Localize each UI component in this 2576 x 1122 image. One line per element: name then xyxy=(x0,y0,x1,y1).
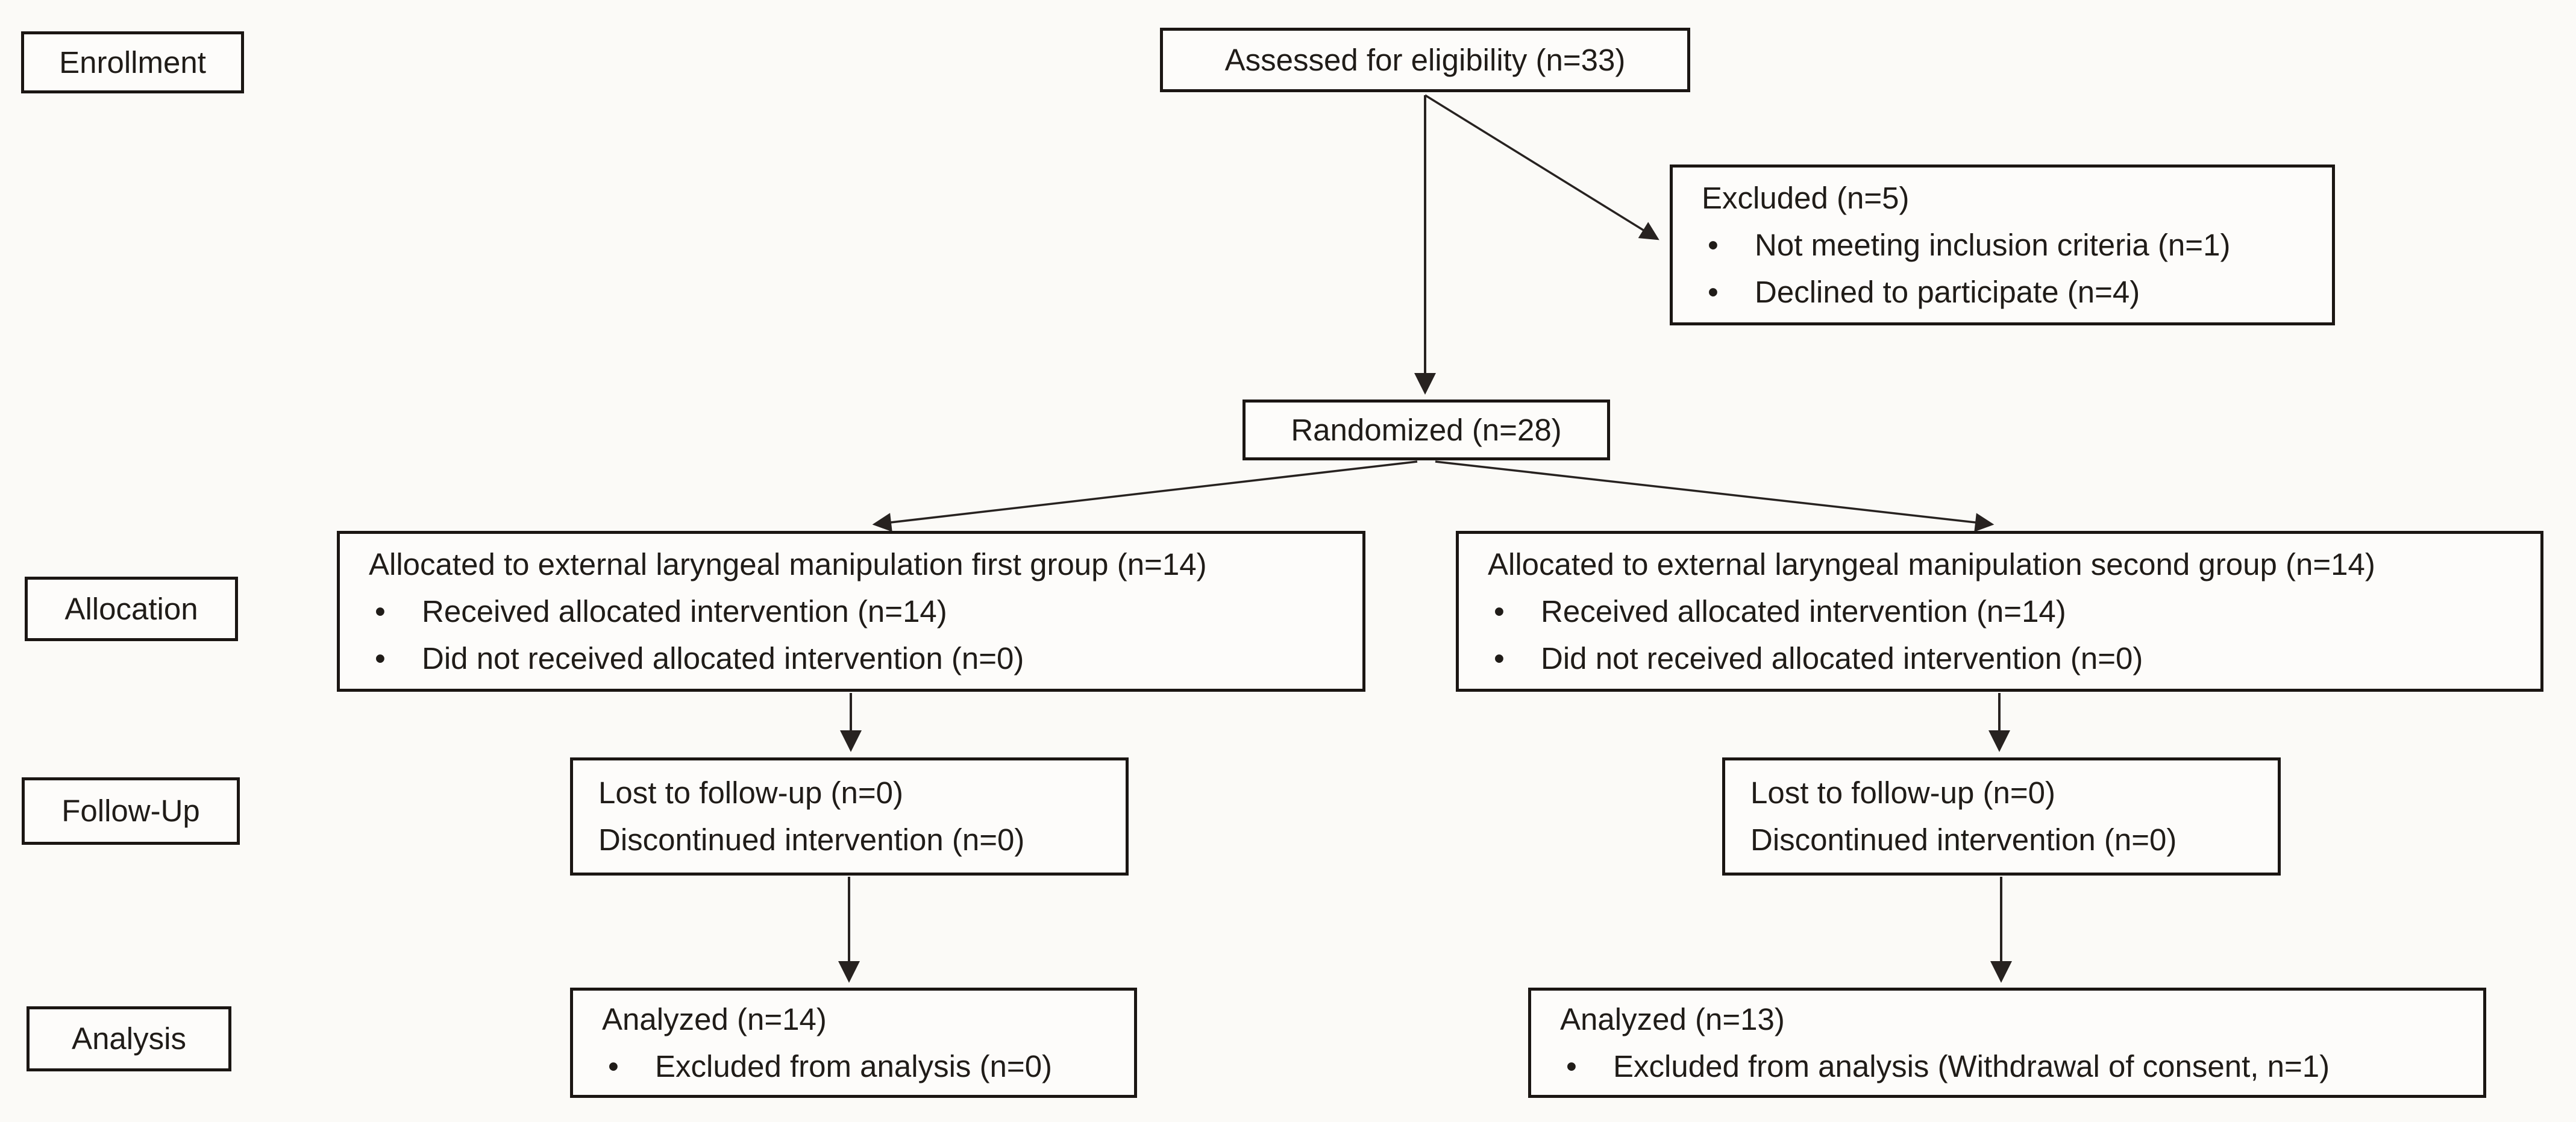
box-allocated-first-item-text: Did not received allocated intervention … xyxy=(422,641,1024,675)
stage-label-allocation-text: Allocation xyxy=(64,591,198,626)
stage-label-analysis: Analysis xyxy=(27,1006,231,1071)
bullet-icon: • xyxy=(1494,641,1505,675)
box-allocated-first-item: • Received allocated intervention (n=14) xyxy=(369,588,1350,635)
bullet-icon: • xyxy=(1566,1048,1577,1083)
box-assessed-eligibility-text: Assessed for eligibility (n=33) xyxy=(1224,42,1626,77)
box-excluded-title: Excluded (n=5) xyxy=(1702,180,1910,215)
stage-label-allocation: Allocation xyxy=(25,577,238,641)
box-followup-first-line: Discontinued intervention (n=0) xyxy=(598,823,1025,857)
box-allocated-second-item: • Received allocated intervention (n=14) xyxy=(1488,588,2528,635)
box-randomized: Randomized (n=28) xyxy=(1243,400,1610,460)
box-followup-first-line: Lost to follow-up (n=0) xyxy=(598,776,904,810)
box-allocated-first-title: Allocated to external laryngeal manipula… xyxy=(369,547,1207,581)
box-assessed-eligibility: Assessed for eligibility (n=33) xyxy=(1160,28,1690,92)
arrow-randomized-to-alloc-second xyxy=(1435,460,1995,532)
box-analyzed-first-item-text: Excluded from analysis (n=0) xyxy=(655,1048,1053,1083)
bullet-icon: • xyxy=(1494,594,1505,628)
box-analyzed-first-title: Analyzed (n=14) xyxy=(602,1001,827,1036)
box-excluded: Excluded (n=5) • Not meeting inclusion c… xyxy=(1670,165,2335,325)
bullet-icon: • xyxy=(1708,227,1719,262)
arrow-assessed-to-excluded xyxy=(1424,94,1659,240)
box-allocated-first-group: Allocated to external laryngeal manipula… xyxy=(337,531,1365,692)
box-analyzed-second-group: Analyzed (n=13) • Excluded from analysis… xyxy=(1528,988,2486,1098)
stage-label-enrollment: Enrollment xyxy=(21,31,244,93)
box-allocated-second-item-text: Did not received allocated intervention … xyxy=(1541,641,2143,675)
box-analyzed-first-group: Analyzed (n=14) • Excluded from analysis… xyxy=(570,988,1137,1098)
box-followup-second-line: Discontinued intervention (n=0) xyxy=(1750,823,2177,857)
box-allocated-second-item-text: Received allocated intervention (n=14) xyxy=(1541,594,2066,628)
box-analyzed-first-item: • Excluded from analysis (n=0) xyxy=(602,1043,1122,1090)
box-excluded-item-text: Not meeting inclusion criteria (n=1) xyxy=(1755,227,2231,262)
stage-label-enrollment-text: Enrollment xyxy=(59,45,206,80)
box-allocated-first-item: • Did not received allocated interventio… xyxy=(369,635,1350,682)
stage-label-followup-text: Follow-Up xyxy=(61,794,200,828)
box-analyzed-second-item: • Excluded from analysis (Withdrawal of … xyxy=(1560,1043,2471,1090)
box-followup-second-line: Lost to follow-up (n=0) xyxy=(1750,776,2056,810)
box-randomized-text: Randomized (n=28) xyxy=(1291,412,1562,447)
bullet-icon: • xyxy=(375,594,386,628)
box-excluded-item-text: Declined to participate (n=4) xyxy=(1755,274,2140,309)
box-allocated-first-item-text: Received allocated intervention (n=14) xyxy=(422,594,947,628)
stage-label-analysis-text: Analysis xyxy=(72,1021,186,1056)
box-followup-second-group: Lost to follow-up (n=0) Discontinued int… xyxy=(1722,757,2281,876)
box-analyzed-second-item-text: Excluded from analysis (Withdrawal of co… xyxy=(1613,1048,2330,1083)
box-allocated-second-item: • Did not received allocated interventio… xyxy=(1488,635,2528,682)
stage-label-followup: Follow-Up xyxy=(22,777,240,845)
box-allocated-second-group: Allocated to external laryngeal manipula… xyxy=(1456,531,2543,692)
arrow-randomized-to-alloc-first xyxy=(872,460,1418,532)
box-analyzed-second-title: Analyzed (n=13) xyxy=(1560,1001,1785,1036)
box-excluded-item: • Declined to participate (n=4) xyxy=(1702,269,2320,316)
box-excluded-item: • Not meeting inclusion criteria (n=1) xyxy=(1702,222,2320,269)
box-allocated-second-title: Allocated to external laryngeal manipula… xyxy=(1488,547,2375,581)
bullet-icon: • xyxy=(1708,274,1719,309)
bullet-icon: • xyxy=(608,1048,619,1083)
box-followup-first-group: Lost to follow-up (n=0) Discontinued int… xyxy=(570,757,1129,876)
bullet-icon: • xyxy=(375,641,386,675)
